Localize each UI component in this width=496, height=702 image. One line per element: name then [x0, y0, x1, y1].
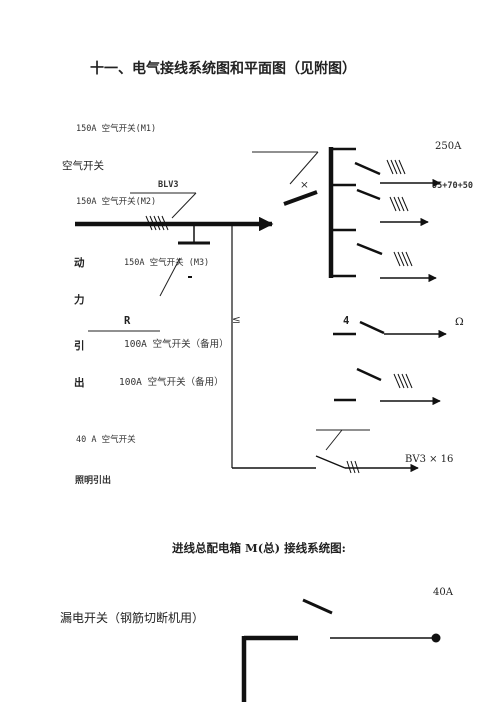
branch-1	[331, 147, 441, 188]
document-title: 十一、电气接线系统图和平面图（见附图）	[90, 61, 356, 77]
label-spare1: 100A 空气开关（备用）	[124, 339, 229, 350]
main-breaker	[283, 190, 318, 206]
main-feeder-line	[75, 192, 274, 232]
lighting-line	[232, 429, 419, 474]
label-li: 力	[74, 294, 85, 306]
label-bv-cable: BV3 × 16	[405, 454, 454, 465]
spare-breaker-1	[333, 320, 447, 339]
label-air-switch: 空气开关	[62, 160, 104, 172]
label-yin: 引	[74, 340, 85, 352]
label-rating-250a: 250A	[435, 141, 462, 152]
label-r: R	[124, 315, 131, 327]
label-rating-40a: 40A	[433, 587, 453, 598]
label-times: ×	[300, 179, 309, 191]
label-breaker-m1: 150A 空气开关(M1)	[76, 124, 157, 134]
leakage-switch-diagram	[241, 598, 441, 702]
label-dong: 动	[74, 257, 85, 269]
spare-breaker-2	[334, 367, 441, 406]
label-cable-95: 95+70+50	[432, 181, 473, 191]
label-chu: 出	[74, 377, 85, 389]
label-leakage-switch: 漏电开关（钢筋切断机用）	[60, 611, 205, 625]
label-four: 4	[343, 315, 350, 327]
main-breaker-leader	[252, 151, 319, 185]
label-spare2: 100A 空气开关（备用）	[119, 377, 224, 388]
label-breaker-m3: 150A 空气开关 (M3)	[124, 258, 210, 268]
label-le: ≤	[232, 314, 241, 326]
label-ohm: Ω	[455, 316, 464, 328]
label-breaker-m2: 150A 空气开关(M2)	[76, 197, 157, 207]
branch-3	[331, 228, 437, 283]
label-cable-blv: BLV3	[158, 180, 179, 190]
label-breaker-40a: 40 A 空气开关	[76, 435, 136, 445]
branch-2	[331, 183, 429, 227]
ground-symbol	[159, 226, 210, 297]
feeder-hatch-marks	[145, 215, 169, 231]
document-subtitle: 进线总配电箱 M(总) 接线系统图:	[172, 541, 346, 555]
label-lighting-out: 照明引出	[75, 476, 112, 486]
